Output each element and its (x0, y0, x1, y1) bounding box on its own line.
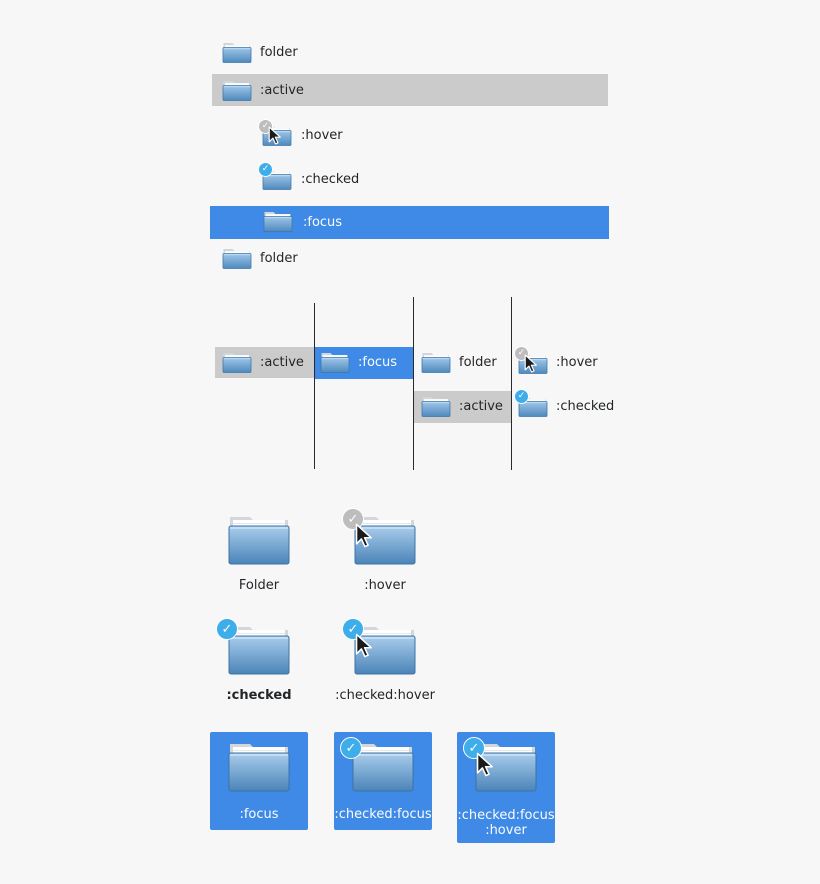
column-item-active[interactable]: :active (414, 391, 511, 423)
list-item-active[interactable]: :active (212, 74, 608, 106)
column-item-active[interactable]: :active (215, 347, 314, 378)
column-item-label: :checked (556, 399, 615, 414)
list-item-focus[interactable]: :focus (210, 206, 609, 239)
folder-icon (320, 351, 350, 373)
mouse-cursor-icon (268, 126, 281, 145)
list-item-label: :active (260, 83, 304, 98)
list-item-hover[interactable]: ✓ :hover (250, 118, 450, 150)
list-item-label: folder (260, 251, 298, 266)
icon-item-label: :checked:hover (335, 688, 435, 703)
folder-icon (421, 351, 451, 373)
icon-item-label: :checked (226, 688, 292, 703)
icon-item-checked-focus-hover[interactable]: ✓ :checked:focus :hover (457, 732, 555, 843)
list-item[interactable]: folder (212, 38, 608, 68)
mouse-cursor-icon (524, 354, 537, 373)
folder-icon (263, 210, 293, 232)
column-item-label: :hover (556, 355, 598, 370)
column-divider[interactable] (314, 303, 315, 469)
folder-icon (222, 247, 252, 269)
folder-icon (421, 395, 451, 417)
mouse-cursor-icon (355, 633, 372, 658)
list-item-label: :checked (301, 172, 360, 187)
folder-icon (222, 41, 252, 63)
icon-item-checked[interactable]: ✓ :checked (216, 615, 300, 707)
folder-icon (222, 351, 252, 373)
check-badge-icon[interactable]: ✓ (216, 618, 238, 640)
select-badge-icon[interactable]: ✓ (342, 508, 364, 530)
check-badge-icon[interactable]: ✓ (514, 389, 529, 404)
icon-item-checked-hover[interactable]: ✓ :checked:hover (335, 615, 435, 707)
column-item-label: :focus (358, 355, 398, 370)
icon-item-checked-focus[interactable]: ✓ :checked:focus (334, 732, 432, 830)
icon-item-focus[interactable]: :focus (210, 732, 308, 830)
list-item-label: :hover (301, 128, 343, 143)
column-item-hover[interactable]: ✓ :hover (512, 344, 610, 380)
mouse-cursor-icon (355, 523, 372, 548)
check-badge-icon[interactable]: ✓ (340, 737, 362, 759)
check-badge-icon[interactable]: ✓ (258, 162, 273, 177)
list-item-label: :focus (303, 215, 343, 230)
icon-item-label: :hover (485, 823, 527, 838)
list-item[interactable]: folder (212, 244, 608, 274)
column-item-label: folder (459, 355, 497, 370)
icon-item-label: :focus (239, 807, 279, 822)
icon-item-label: Folder (238, 578, 280, 593)
list-item-label: folder (260, 45, 298, 60)
check-badge-icon[interactable]: ✓ (342, 618, 364, 640)
folder-icon (228, 513, 290, 565)
column-item-checked[interactable]: ✓ :checked (512, 387, 614, 423)
icon-item[interactable]: Folder (218, 505, 300, 597)
folder-icon (222, 79, 252, 101)
icon-item-hover[interactable]: ✓ :hover (342, 505, 426, 597)
column-item-label: :active (459, 399, 503, 414)
column-divider[interactable] (511, 297, 512, 470)
mouse-cursor-icon (476, 752, 493, 777)
column-item-label: :active (260, 355, 304, 370)
list-item-checked[interactable]: ✓ :checked (250, 162, 450, 194)
column-item-focus[interactable]: :focus (315, 347, 413, 379)
icon-item-label: :checked:focus (334, 807, 432, 822)
icon-item-label: :hover (364, 578, 406, 593)
folder-icon (228, 740, 290, 792)
check-badge-icon[interactable]: ✓ (463, 737, 485, 759)
column-item[interactable]: folder (414, 347, 511, 379)
column-divider[interactable] (413, 297, 414, 470)
icon-item-label: :checked:focus (457, 808, 555, 823)
